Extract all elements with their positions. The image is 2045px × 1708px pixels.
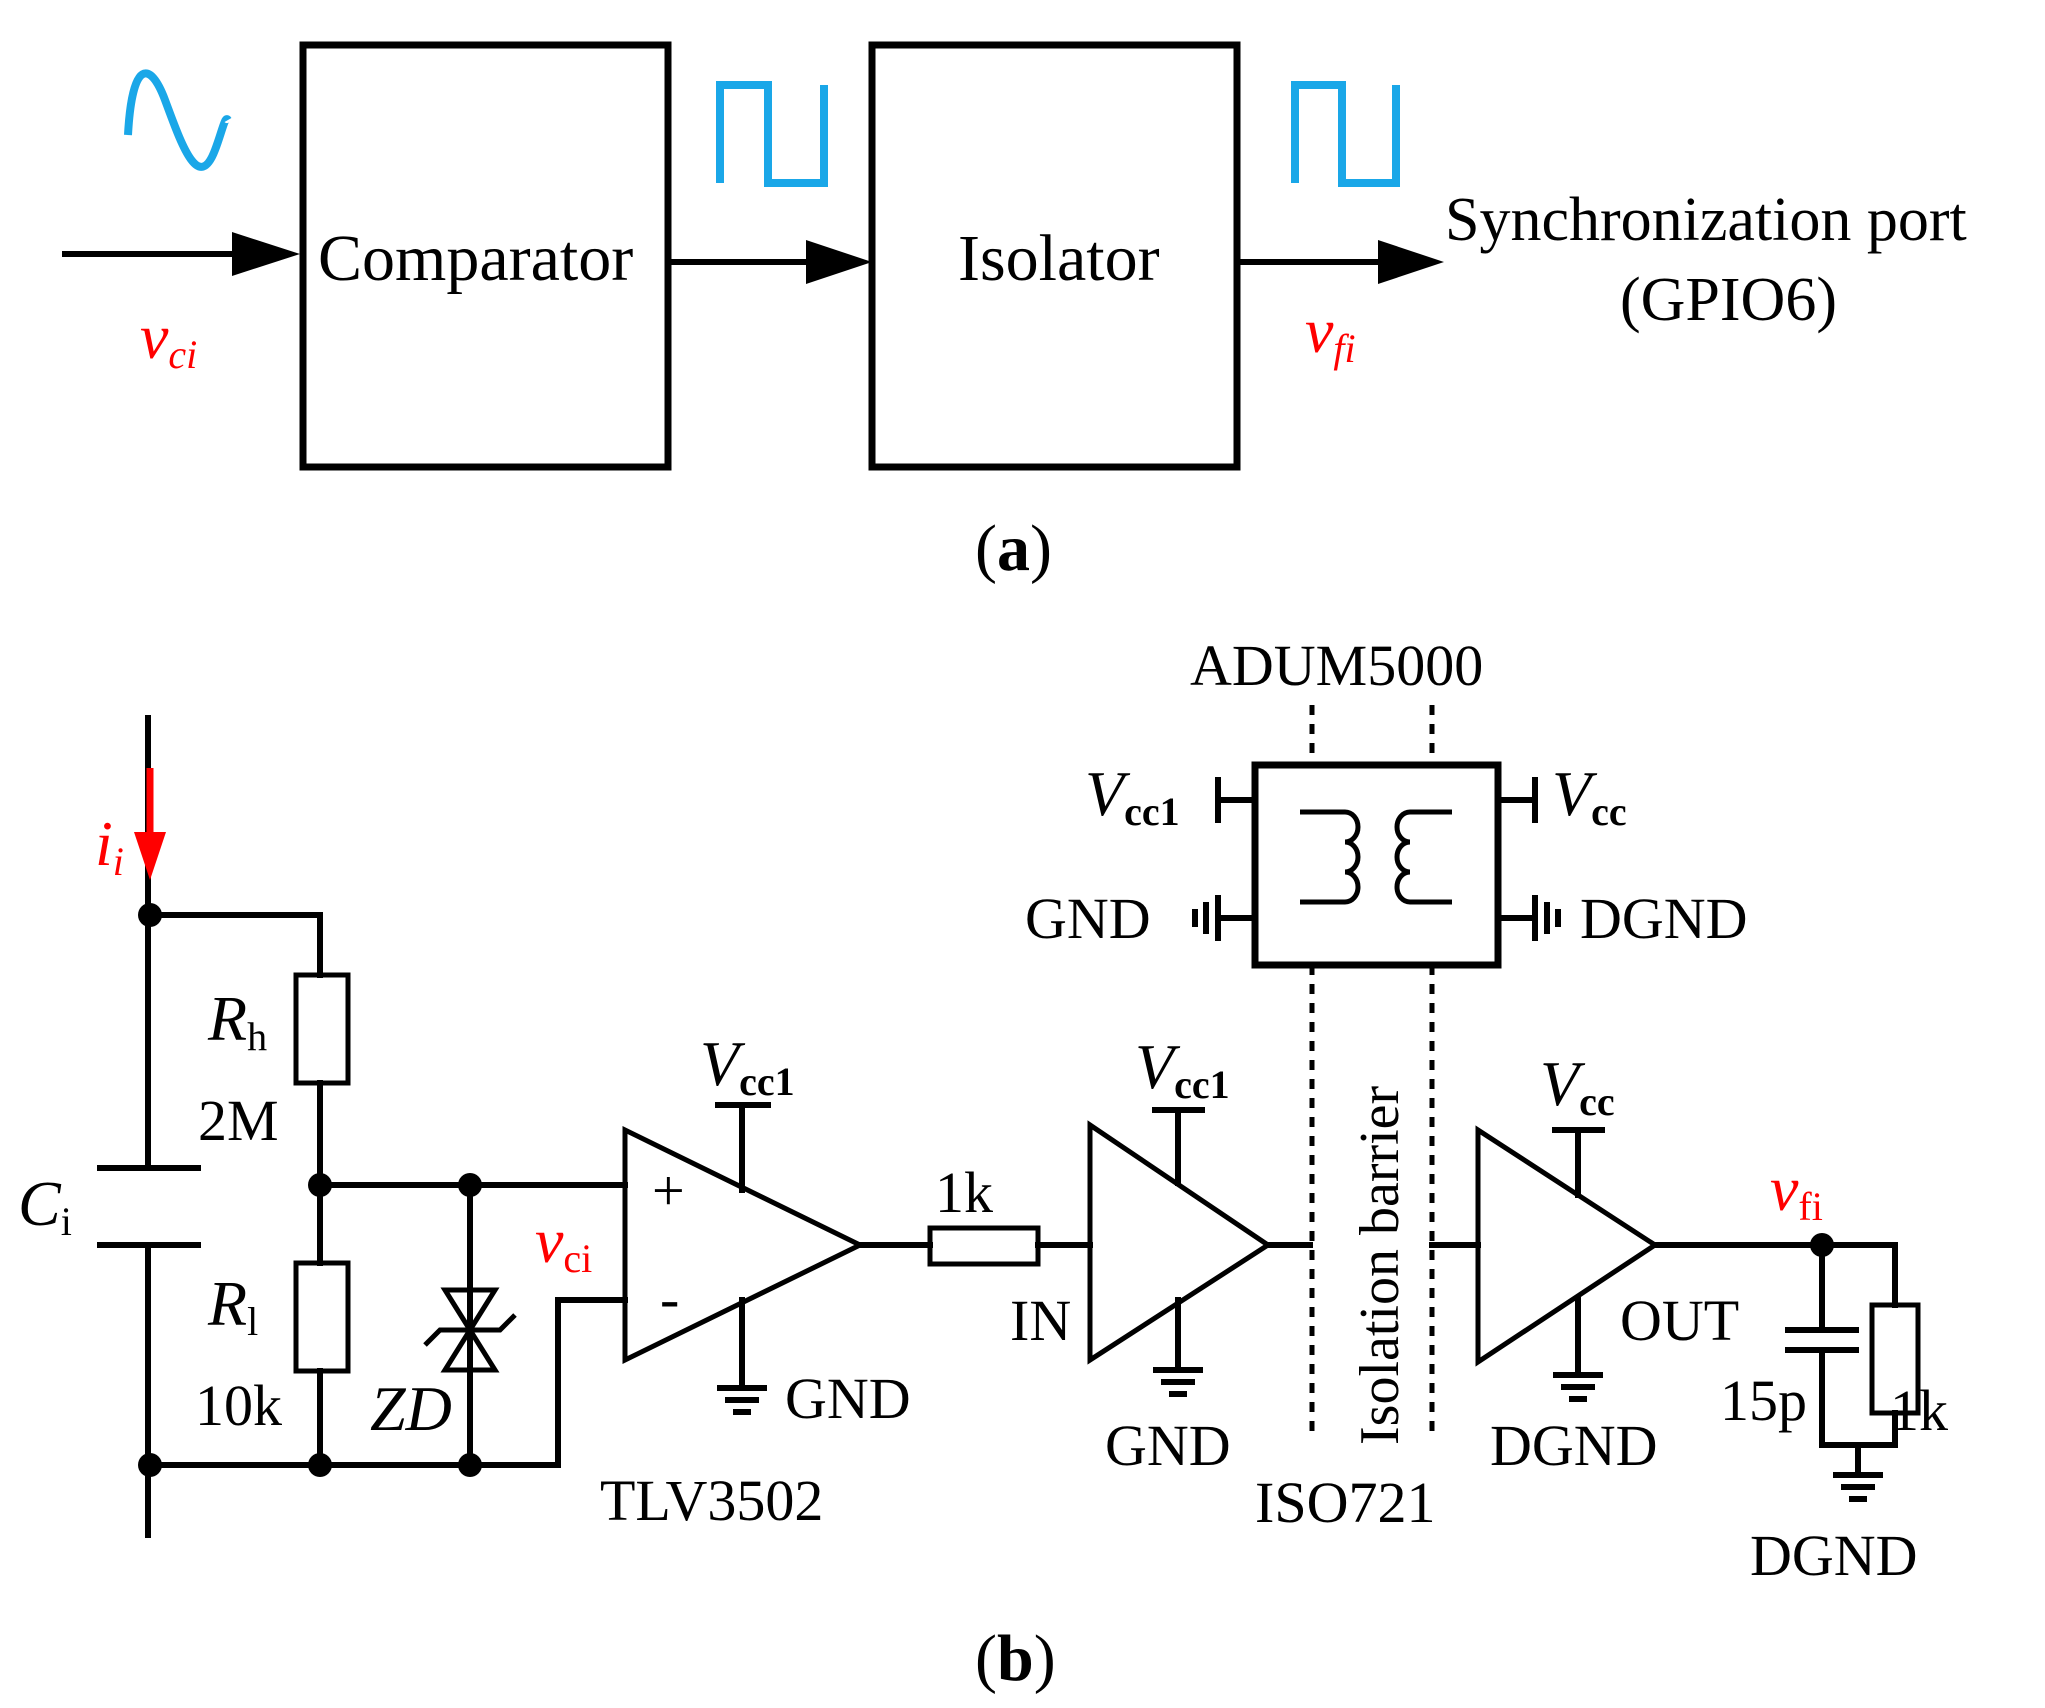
isolator-block (868, 41, 1241, 471)
output-signal-label: vfi (1305, 295, 1356, 371)
adum-vcc-label: Vcc (1552, 758, 1627, 834)
resistor-rh (293, 972, 351, 1086)
caption-a: (a) (975, 512, 1052, 585)
sine-wave-icon (124, 69, 232, 171)
in-pin-label: IN (1010, 1288, 1071, 1353)
ground-icon (1192, 895, 1221, 941)
r-series-label: 1k (935, 1160, 993, 1225)
comparator-label: Comparator (318, 222, 633, 295)
ground-icon (717, 1385, 767, 1415)
square-wave-icon (716, 81, 828, 187)
iso-out-vcc-label: Vcc (1540, 1048, 1615, 1124)
wire-to-rh (147, 912, 323, 978)
minus-sign: - (660, 1266, 679, 1331)
transformer-icon (1300, 809, 1452, 905)
node-dot (138, 1453, 162, 1477)
bottom-rail (147, 1297, 628, 1468)
square-wave-icon (1291, 81, 1400, 187)
plus-sign: + (652, 1158, 685, 1223)
rl-label: Rl (207, 1268, 258, 1344)
ci-label: Ci (18, 1168, 72, 1244)
input-signal-label: vci (140, 301, 197, 377)
wire-res-bottom (1819, 1410, 1898, 1448)
adum5000-label: ADUM5000 (1190, 633, 1483, 698)
ground-icon (1532, 895, 1561, 941)
gpio-label: (GPIO6) (1620, 266, 1837, 334)
zd-label: ZD (370, 1373, 452, 1444)
adum-vcc1-label: Vcc1 (1085, 758, 1180, 834)
out-pin-label: OUT (1620, 1288, 1739, 1353)
middle-arrowhead (806, 240, 872, 284)
current-label: ii (95, 808, 124, 884)
panel-b-schematic: ii Ci Rh 2M Rl 10k (18, 633, 1948, 1695)
vci-label: vci (535, 1205, 592, 1281)
current-arrowhead (134, 832, 166, 880)
resistor-rl (293, 1260, 351, 1374)
iso721-label: ISO721 (1255, 1470, 1435, 1535)
adum5000-block (1251, 761, 1502, 969)
caption-b: (b) (975, 1622, 1056, 1695)
wire-output-right (1819, 1242, 1898, 1308)
isolation-barrier-label: Isolation barrier (1349, 1085, 1411, 1445)
vfi-label: vfi (1770, 1153, 1823, 1229)
rh-label: Rh (207, 983, 267, 1059)
c-out-label: 15p (1720, 1368, 1807, 1433)
isolator-output-buffer (1475, 1125, 1660, 1367)
sync-port-label: Synchronization port (1445, 186, 1967, 254)
comparator-block (299, 41, 672, 471)
iso-out-dgnd-label: DGND (1490, 1413, 1658, 1478)
comparator-gnd-label: GND (785, 1366, 911, 1431)
rh-value: 2M (198, 1088, 279, 1153)
out-dgnd-label: DGND (1750, 1523, 1918, 1588)
node-dot (308, 1453, 332, 1477)
tlv3502-label: TLV3502 (600, 1468, 823, 1533)
zener-diode-icon (423, 1182, 517, 1468)
isolator-label: Isolator (958, 222, 1160, 295)
ground-icon (1153, 1367, 1203, 1397)
output-arrowhead (1378, 240, 1444, 284)
r-out-label: 1k (1890, 1378, 1948, 1443)
input-arrowhead (232, 232, 300, 276)
adum-dgnd-label: DGND (1580, 886, 1748, 951)
iso-in-vcc1-label: Vcc1 (1135, 1031, 1230, 1107)
resistor-1k (927, 1225, 1041, 1267)
rl-value: 10k (195, 1373, 282, 1438)
adum-gnd-label: GND (1025, 886, 1151, 951)
comparator-vcc1-label: Vcc1 (700, 1028, 795, 1104)
ground-icon (1553, 1372, 1603, 1402)
panel-a-block-diagram: vci Comparator Isolator vfi Synchronizat… (62, 41, 1967, 585)
ground-icon (1833, 1472, 1883, 1502)
iso-in-gnd-label: GND (1105, 1413, 1231, 1478)
